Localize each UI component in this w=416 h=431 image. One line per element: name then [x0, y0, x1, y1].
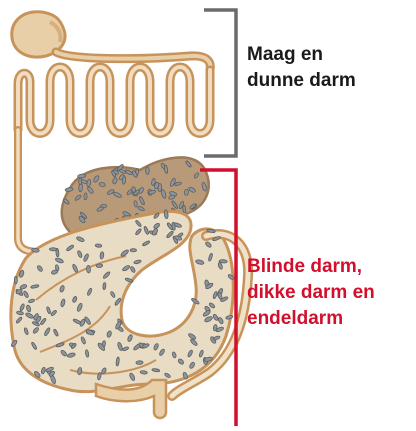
lower-label-line-1: Blinde darm, [247, 254, 375, 280]
gut-particle [14, 276, 17, 284]
gut-particle [84, 193, 87, 200]
gut-particle [86, 265, 90, 273]
gut-particle [78, 174, 87, 179]
gut-particle [184, 189, 189, 196]
large-intestine [10, 210, 248, 396]
upper-label-line-1: Maag en [247, 42, 356, 68]
lower-label-line-2: dikke darm en [247, 280, 375, 306]
lower-label-line-3: endeldarm [247, 306, 375, 332]
gut-particle [136, 361, 143, 365]
gut-particle [130, 249, 136, 252]
upper-region-label: Maag en dunne darm [247, 42, 356, 94]
upper-label-line-2: dunne darm [247, 68, 356, 94]
gut-particle [95, 244, 102, 248]
gut-particle [49, 248, 57, 251]
gut-particle [100, 252, 104, 260]
gut-particle [103, 282, 106, 289]
stomach [12, 12, 211, 70]
lower-region-label: Blinde darm, dikke darm en endeldarm [247, 254, 375, 332]
gut-particle [145, 167, 149, 175]
gut-particle [96, 264, 103, 268]
